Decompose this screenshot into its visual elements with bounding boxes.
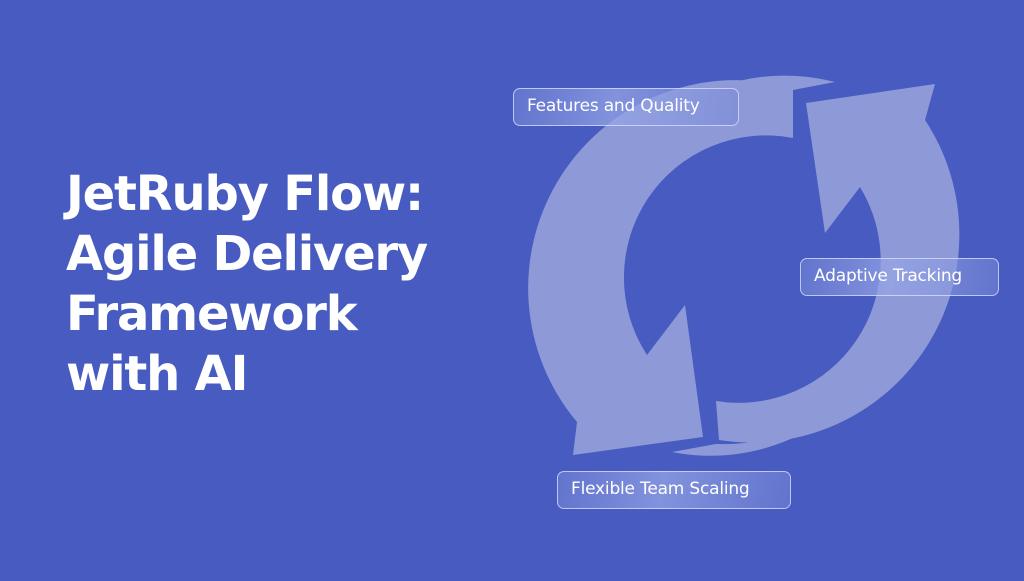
cycle-arrow-right: [716, 84, 960, 443]
title-line-4: with AI: [66, 346, 248, 402]
title-line-1: JetRuby Flow:: [66, 166, 424, 222]
label-features-and-quality: Features and Quality: [513, 88, 739, 126]
label-flexible-team-scaling: Flexible Team Scaling: [557, 471, 791, 509]
cycle-crescent-bottom: [672, 362, 880, 456]
label-adaptive-tracking: Adaptive Tracking: [800, 258, 999, 296]
page-title: JetRuby Flow: Agile Delivery Framework w…: [66, 164, 428, 404]
cycle-arrow-left: [528, 80, 793, 455]
title-line-2: Agile Delivery: [66, 226, 428, 282]
title-line-3: Framework: [66, 286, 358, 342]
